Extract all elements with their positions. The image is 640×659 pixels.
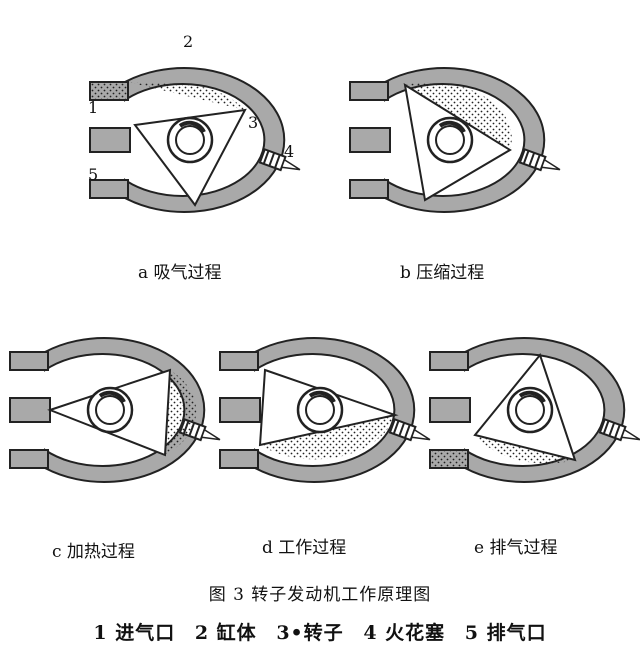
stage-b-diagram — [349, 67, 564, 214]
stage-c-caption: c 加热过程 — [52, 542, 135, 562]
legend: 1 进气口 2 缸体 3•转子 4 火花塞 5 排气口 — [0, 618, 640, 645]
stage-b-caption: b 压缩过程 — [400, 263, 485, 283]
legend-item-cylinder: 2 缸体 — [194, 622, 257, 644]
callout-1: 1 — [88, 98, 99, 117]
stage-d-caption: d 工作过程 — [262, 538, 347, 558]
stage-a-diagram — [89, 67, 304, 214]
callout-3: 3 — [248, 113, 259, 132]
callout-4: 4 — [284, 142, 295, 161]
stage-d-diagram — [219, 337, 434, 483]
stage-a-caption: a 吸气过程 — [138, 263, 222, 283]
stage-c-diagram — [9, 337, 224, 483]
legend-item-intake: 1 进气口 — [93, 622, 176, 644]
stage-e-caption: e 排气过程 — [474, 538, 558, 558]
legend-item-spark-plug: 4 火花塞 — [363, 622, 446, 644]
callout-2: 2 — [183, 32, 194, 51]
figure-title: 图 3 转子发动机工作原理图 — [208, 585, 432, 605]
legend-item-exhaust: 5 排气口 — [464, 622, 547, 644]
callout-5: 5 — [88, 165, 99, 184]
legend-item-rotor: 3•转子 — [276, 622, 344, 644]
stage-e-diagram — [429, 337, 640, 483]
